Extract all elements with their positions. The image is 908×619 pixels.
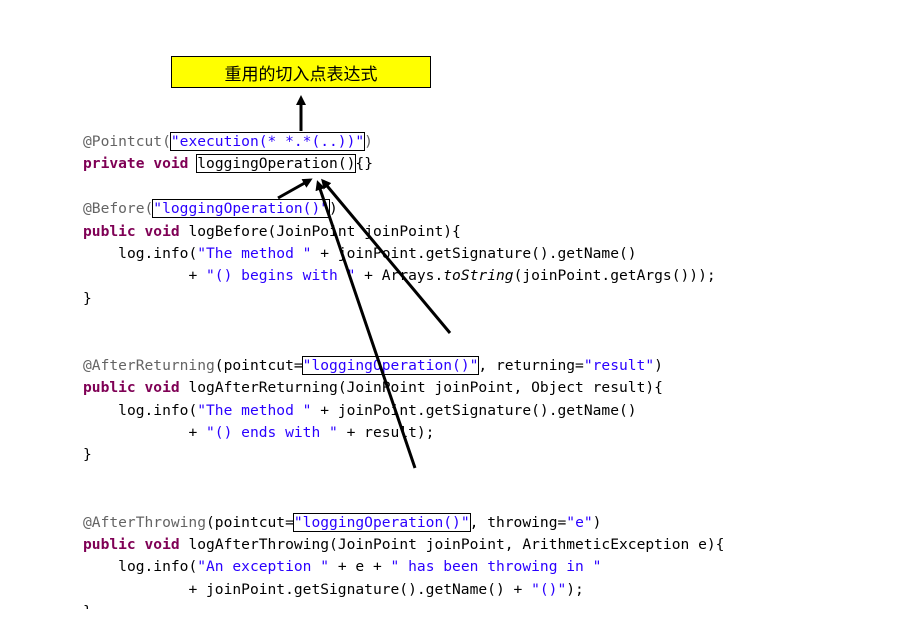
keyword-void: void [153, 155, 189, 173]
keyword-public: public [83, 536, 136, 554]
blank-line [83, 176, 883, 198]
throwing-param: , throwing= [469, 513, 567, 531]
method-body: {} [355, 155, 373, 173]
result-tail: + result); [337, 424, 435, 442]
code-line-before-log2: + "() begins with " + Arrays.toString(jo… [83, 265, 883, 287]
to-string-method: toString [443, 267, 514, 285]
keyword-void: void [144, 536, 180, 554]
pointcut-expression: "execution(* *.*(..))" [169, 132, 366, 151]
title-box: 重用的切入点表达式 [171, 56, 431, 88]
code-line-after-throwing-sig: public void logAfterThrowing(JoinPoint j… [83, 534, 883, 556]
semicolon-tail: ); [566, 580, 584, 598]
code-line-before-annotation: @Before("loggingOperation()") [83, 198, 883, 220]
signature-tail: + joinPoint.getSignature().getName() + [188, 580, 532, 598]
pointcut-annotation: @Pointcut [83, 133, 163, 150]
code-line-before-sig: public void logBefore(JoinPoint joinPoin… [83, 221, 883, 243]
code-line-before-close: } [83, 288, 883, 310]
code-line-after-returning-annotation: @AfterReturning(pointcut="loggingOperati… [83, 355, 883, 377]
indent [83, 245, 118, 262]
before-close: ) [329, 200, 338, 218]
before-annotation: @Before( [83, 200, 154, 218]
signature-call: + joinPoint.getSignature().getName() [311, 244, 637, 262]
close-brace: } [83, 289, 92, 307]
log-info-call: log.info( [118, 244, 198, 262]
log-info-call: log.info( [118, 401, 198, 419]
log-before-signature: logBefore(JoinPoint joinPoint){ [188, 222, 461, 240]
indent [83, 558, 118, 575]
code-line-after-returning-log1: log.info("The method " + joinPoint.getSi… [83, 400, 883, 422]
pointcut-param: (pointcut= [206, 513, 294, 531]
code-line-after-throwing-log2: + joinPoint.getSignature().getName() + "… [83, 579, 883, 601]
plus-e-plus: + e + [329, 558, 391, 576]
keyword-private: private [83, 155, 145, 173]
after-returning-pointcut-ref: "loggingOperation()" [301, 355, 480, 375]
indent [83, 581, 188, 598]
after-returning-annotation: @AfterReturning [83, 356, 215, 374]
code-line-pointcut: @Pointcut("execution(* *.*(..))") [83, 131, 883, 153]
signature-call: + joinPoint.getSignature().getName() [311, 401, 637, 419]
after-throwing-pointcut-ref: "loggingOperation()" [292, 512, 471, 532]
indent [83, 402, 118, 419]
string-begins-with: "() begins with " [206, 267, 356, 285]
close-brace: } [83, 603, 92, 609]
after-throwing-annotation: @AfterThrowing [83, 513, 207, 531]
keyword-void: void [144, 222, 180, 240]
string-e: "e" [566, 513, 593, 531]
before-pointcut-ref: "loggingOperation()" [152, 199, 331, 219]
code-line-after-throwing-annotation: @AfterThrowing(pointcut="loggingOperatio… [83, 512, 883, 534]
code-listing: @Pointcut("execution(* *.*(..))") privat… [83, 131, 883, 609]
pointcut-param: (pointcut= [214, 356, 303, 374]
indent [83, 424, 188, 441]
log-after-throwing-signature: logAfterThrowing(JoinPoint joinPoint, Ar… [188, 536, 725, 554]
indent [83, 267, 188, 284]
code-line-after-throwing-log1: log.info("An exception " + e + " has bee… [83, 556, 883, 578]
plus-op: + [188, 267, 207, 285]
title-text: 重用的切入点表达式 [224, 64, 378, 85]
method-name-loggingOperation: loggingOperation() [196, 154, 357, 174]
code-line-before-log1: log.info("The method " + joinPoint.getSi… [83, 243, 883, 265]
code-line-after-returning-log2: + "() ends with " + result); [83, 422, 883, 444]
close-paren: ) [592, 513, 602, 531]
code-line-after-returning-close: } [83, 444, 883, 466]
code-line-after-throwing-close: } [83, 601, 883, 609]
args-tail: (joinPoint.getArgs())); [513, 267, 716, 285]
string-an-exception: "An exception " [197, 558, 330, 576]
code-line-method-decl: private void loggingOperation(){} [83, 153, 883, 175]
string-the-method: "The method " [197, 401, 312, 419]
returning-param: , returning= [478, 356, 584, 374]
string-has-been-throwing: " has been throwing in " [390, 558, 602, 576]
blank-line [83, 489, 883, 511]
keyword-public: public [83, 222, 136, 240]
blank-line [83, 333, 883, 355]
keyword-void: void [144, 379, 180, 397]
blank-line [83, 467, 883, 489]
log-info-call: log.info( [118, 558, 198, 576]
close-paren: ) [654, 356, 663, 374]
close-brace: } [83, 446, 92, 464]
string-the-method: "The method " [197, 244, 312, 262]
code-line-after-returning-sig: public void logAfterReturning(JoinPoint … [83, 377, 883, 399]
string-parens: "()" [531, 580, 567, 598]
pointcut-close: ) [364, 133, 373, 150]
string-ends-with: "() ends with " [206, 424, 338, 442]
pointcut-open: ( [162, 133, 171, 150]
blank-line [83, 310, 883, 332]
arrays-call: + Arrays. [355, 267, 444, 285]
string-result: "result" [583, 356, 655, 374]
log-after-returning-signature: logAfterReturning(JoinPoint joinPoint, O… [188, 379, 663, 397]
keyword-public: public [83, 379, 136, 397]
plus-op: + [188, 424, 207, 442]
